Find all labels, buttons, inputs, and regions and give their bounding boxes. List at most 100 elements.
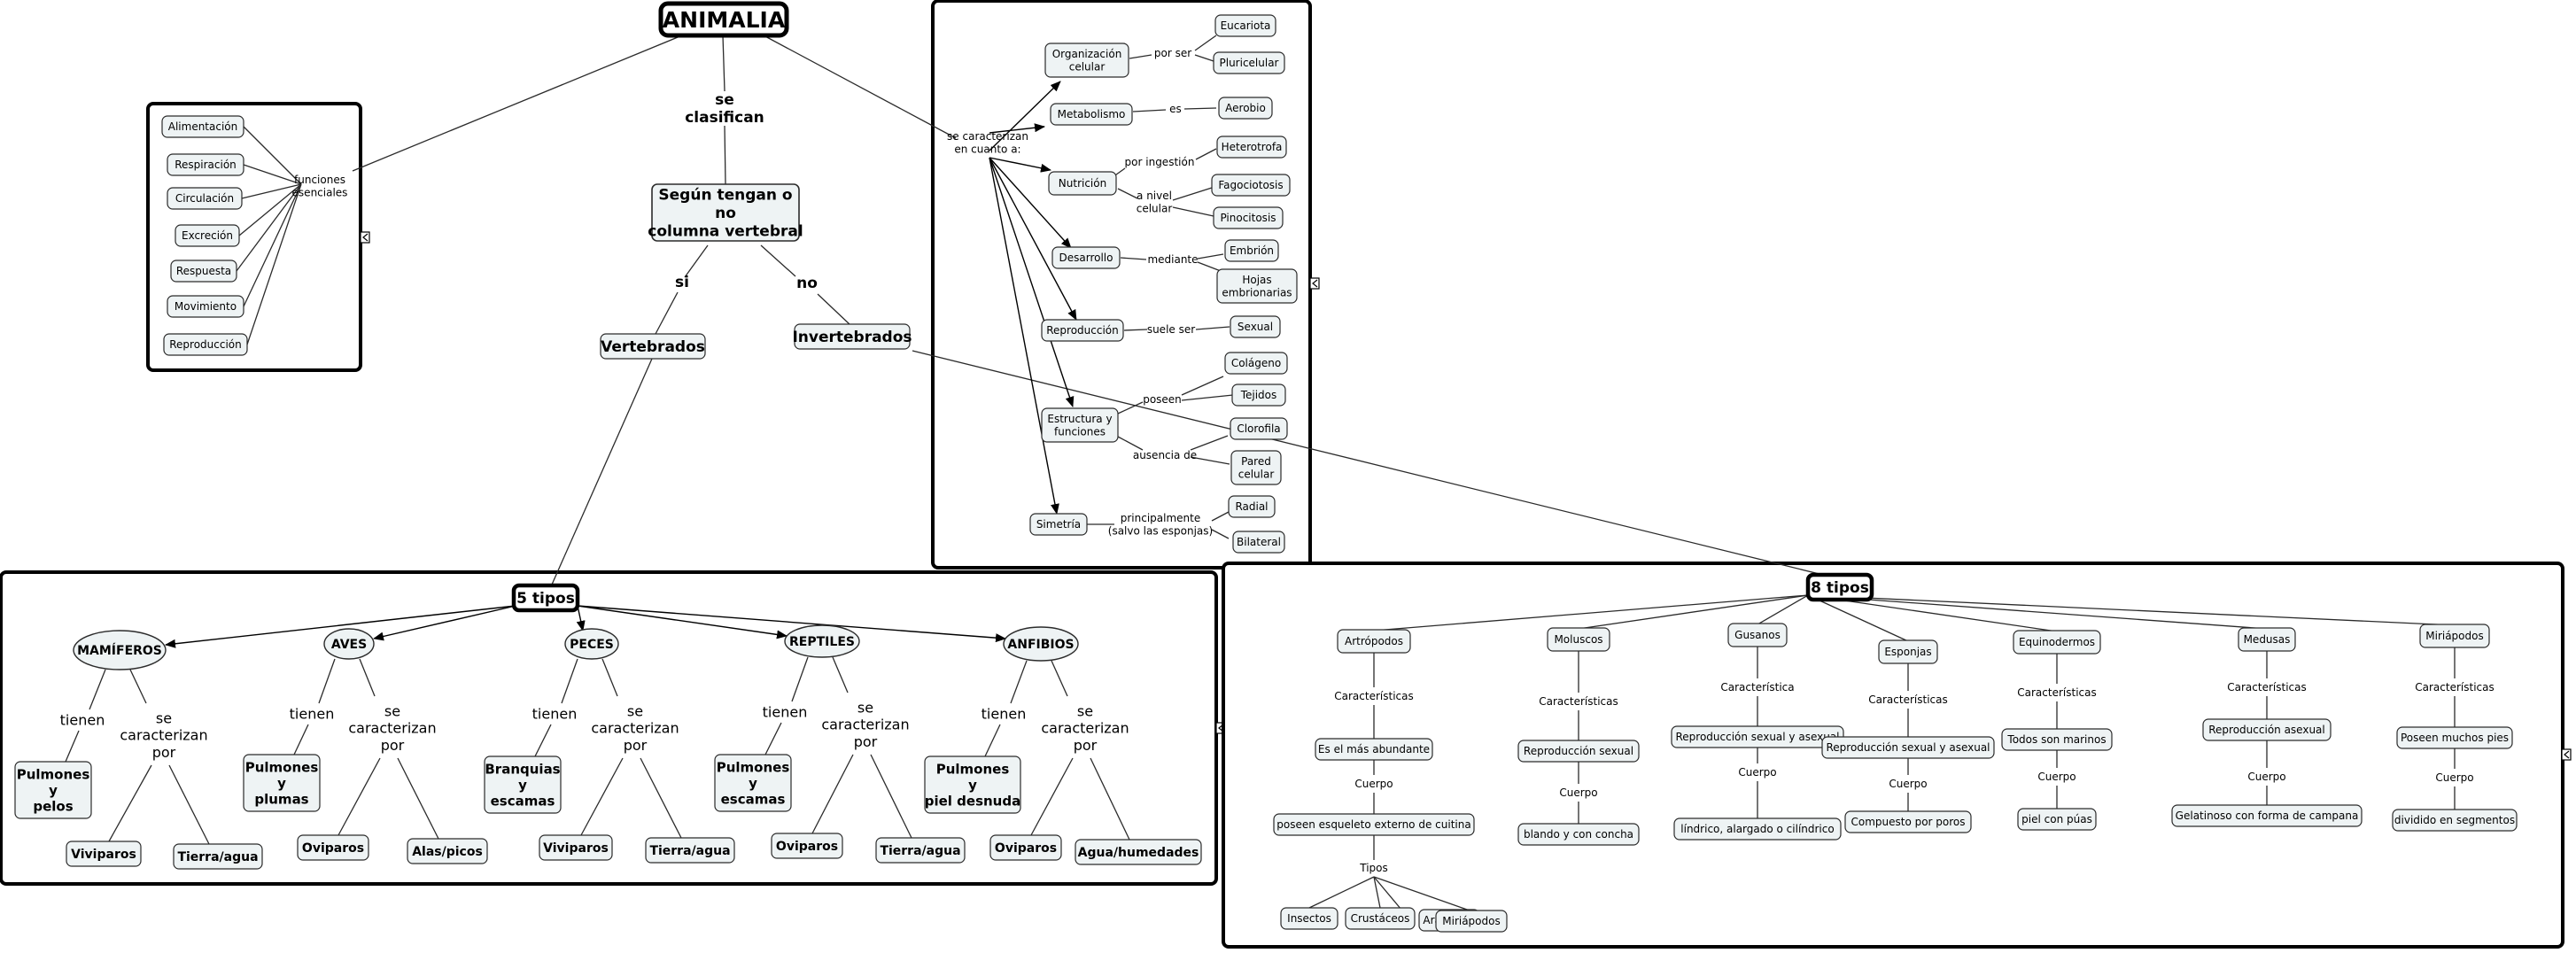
gusanos-node[interactable] (1727, 623, 1788, 647)
mamiferos-rasgo-node[interactable] (14, 761, 92, 819)
desarrollo-node[interactable] (1051, 246, 1121, 269)
miriapodos-cuerpo-node-label: dividido en segmentos (2394, 814, 2515, 826)
artropodos-node[interactable] (1337, 629, 1411, 654)
peces-rasgo-node[interactable] (484, 755, 562, 814)
estructura-funciones-node[interactable] (1041, 407, 1119, 443)
5-tipos-node[interactable] (511, 583, 580, 613)
medusas-caracteristica-node[interactable] (2202, 718, 2332, 741)
anfibios-node[interactable] (1003, 626, 1079, 662)
medusas-node-label: Medusas (2244, 633, 2291, 646)
mamiferos-node[interactable] (73, 630, 167, 670)
reproduccion-node[interactable] (1041, 319, 1124, 342)
bilateral-node[interactable] (1232, 531, 1285, 554)
medusas-node[interactable] (2238, 627, 2296, 652)
equinodermos-node[interactable] (2013, 630, 2101, 655)
mamiferos-c1-node[interactable] (66, 841, 142, 867)
anfibios-rasgo-node[interactable] (924, 755, 1021, 814)
si-label: si (675, 274, 689, 291)
gusanos-cuerpo-node[interactable] (1673, 817, 1842, 841)
eucariota-node[interactable] (1214, 14, 1276, 37)
equinodermos-cuerpo-node[interactable] (2017, 808, 2097, 831)
anfibios-c1-node[interactable] (989, 834, 1062, 861)
reptiles-c2-node[interactable] (875, 837, 966, 864)
aves-c2-node[interactable] (407, 838, 488, 864)
caracteristicas-collapse-icon[interactable] (1309, 277, 1320, 290)
aerobio-node[interactable] (1218, 97, 1273, 120)
invertebrados-node[interactable] (794, 323, 911, 350)
equinodermos-caracteristica-node[interactable] (2001, 728, 2113, 751)
equinodermos-caracteristica-node-label: Todos son marinos (2006, 733, 2106, 746)
peces-c2-node[interactable] (645, 837, 735, 864)
pinocitosis-node[interactable] (1213, 206, 1284, 229)
peces-to-tienen (561, 658, 578, 704)
artropodos-caracteristica-node[interactable] (1315, 738, 1433, 761)
organizacion-celular-node[interactable] (1044, 43, 1129, 78)
peces-to-c2 (640, 757, 682, 839)
funcion-circulacion-node[interactable] (167, 187, 243, 210)
funciones-collapse-icon[interactable] (360, 231, 370, 244)
invertebrados-collapse-icon[interactable] (2561, 748, 2572, 761)
medusas-caracteristica-node-label: Reproducción asexual (2208, 724, 2325, 736)
8-tipos-node[interactable] (1805, 572, 1874, 602)
heterotrofa-node[interactable] (1216, 136, 1287, 159)
esponjas-node[interactable] (1878, 639, 1938, 664)
medusas-cuerpo-node[interactable] (2171, 804, 2363, 827)
reptiles-rasgo-node[interactable] (714, 754, 792, 812)
miriapodos-cuerpo-node[interactable] (2392, 809, 2518, 832)
funcion-respiracion-node[interactable] (167, 153, 244, 176)
embrion-node[interactable] (1224, 239, 1279, 262)
funcion-respuesta-node[interactable] (170, 260, 237, 283)
clorofila-node[interactable] (1230, 417, 1288, 440)
8-tipos-to-medusas (1807, 594, 2268, 630)
miriapodos-tipo-node[interactable] (1435, 910, 1508, 933)
mediante-to-hojas (1197, 261, 1222, 272)
funcion-movimiento-node[interactable] (167, 295, 244, 318)
to-nutricion (989, 157, 1051, 173)
aves-c2-node-label: Alas/picos (412, 845, 483, 859)
colageno-node[interactable] (1224, 352, 1288, 375)
reptiles-c1-node[interactable] (771, 833, 843, 859)
esponjas-caracteristica-node[interactable] (1821, 736, 1995, 759)
to-peces (576, 605, 586, 631)
root-to-funciones (352, 35, 683, 172)
fagociotosis-node[interactable] (1211, 174, 1291, 197)
aves-node[interactable] (323, 628, 375, 660)
hojas-embrionarias-node[interactable] (1216, 268, 1298, 304)
anfibios-c2-node[interactable] (1075, 839, 1202, 865)
peces-c1-node[interactable] (539, 834, 613, 861)
moluscos-node[interactable] (1547, 627, 1610, 652)
reptiles-node[interactable] (784, 624, 860, 658)
invertebrados-to-8-tipos (912, 350, 1835, 578)
mamiferos-c2-node[interactable] (173, 843, 263, 870)
moluscos-caracteristica-node[interactable] (1517, 740, 1640, 763)
criterio-node[interactable] (651, 183, 800, 242)
medusas-cuerpo-node-label: Gelatinoso con forma de campana (2176, 810, 2359, 822)
miriapodos-caracteristica-node[interactable] (2396, 726, 2513, 749)
moluscos-cuerpo-node[interactable] (1517, 823, 1640, 846)
nutricion-node[interactable] (1048, 171, 1117, 196)
simetria-node[interactable] (1029, 513, 1088, 536)
tejidos-node[interactable] (1231, 384, 1286, 407)
aves-rasgo-node[interactable] (243, 754, 321, 812)
pluricelular-node[interactable] (1213, 51, 1285, 74)
por-ser-label: por ser (1154, 47, 1191, 59)
esponjas-cuerpo-node[interactable] (1844, 810, 1972, 833)
vertebrados-node[interactable] (600, 333, 706, 360)
crustaceos-node[interactable] (1345, 907, 1416, 930)
pared-celular-node[interactable] (1230, 450, 1282, 485)
funcion-excrecion-node[interactable] (175, 224, 240, 247)
sexual-node[interactable] (1230, 315, 1281, 338)
metabolismo-node[interactable] (1050, 103, 1133, 126)
to-estructura (989, 157, 1075, 407)
insectos-node[interactable] (1280, 907, 1338, 930)
funcion-reproduccion-node[interactable] (163, 333, 248, 356)
radial-node[interactable] (1228, 495, 1276, 518)
root-animalia-node[interactable] (658, 1, 789, 38)
aves-c1-node[interactable] (297, 834, 369, 861)
gusanos-cuerpo-label: Cuerpo (1738, 766, 1776, 779)
funcion-alimentacion-node[interactable] (161, 115, 244, 138)
artropodos-cuerpo-node[interactable] (1273, 813, 1475, 836)
peces-node[interactable] (564, 628, 619, 660)
miriapodos-node[interactable] (2419, 624, 2490, 648)
